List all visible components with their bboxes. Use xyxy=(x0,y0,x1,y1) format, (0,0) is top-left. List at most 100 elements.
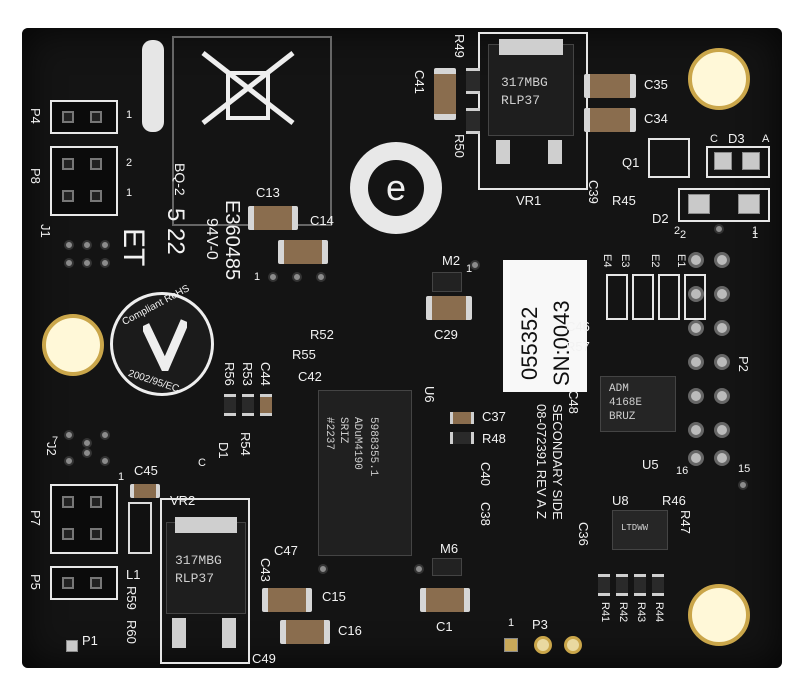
pin xyxy=(90,190,102,202)
ref-p4: P4 xyxy=(28,108,43,124)
via xyxy=(738,480,748,490)
pin xyxy=(90,111,102,123)
sticker-part-number: 055352 xyxy=(517,306,542,380)
header-p4[interactable] xyxy=(50,100,118,134)
pin-d2-1: 1 xyxy=(752,225,759,237)
capacitor-c45 xyxy=(130,484,160,498)
j1-pad xyxy=(100,240,110,250)
cert-code: E360485 xyxy=(221,200,243,281)
d2-pad xyxy=(688,194,710,214)
j2-pad xyxy=(64,456,74,466)
j1-pad xyxy=(64,258,74,268)
u5-text-1: ADM xyxy=(609,383,629,395)
pin-c14-1: 1 xyxy=(254,271,261,283)
via xyxy=(414,564,424,574)
ref-c40: C40 xyxy=(478,462,493,486)
regulator-vr2: 317MBG RLP37 xyxy=(166,517,246,614)
jumper-e1[interactable] xyxy=(684,274,706,320)
p2-pin xyxy=(688,252,704,268)
vr1-text-2: RLP37 xyxy=(501,93,541,108)
ref-c45: C45 xyxy=(134,463,158,478)
pin-p2-15: 15 xyxy=(738,463,751,475)
p2-pin xyxy=(688,388,704,404)
u6-text-1: ADuM4190 xyxy=(351,417,363,470)
pin-p2-2: 2 xyxy=(680,229,687,241)
cert-date: 5 22 xyxy=(162,208,189,255)
j1-pad xyxy=(100,258,110,268)
ref-p7: P7 xyxy=(28,510,43,526)
vr2-lead xyxy=(222,618,236,648)
vr2-text-2: RLP37 xyxy=(175,571,215,586)
weee-bin-icon xyxy=(198,48,298,128)
pin-d3-c: C xyxy=(710,133,718,145)
pin xyxy=(62,528,74,540)
header-p8[interactable] xyxy=(50,146,118,216)
ref-c37: C37 xyxy=(482,409,506,424)
ref-c39: C39 xyxy=(586,180,601,204)
via xyxy=(268,272,278,282)
pin xyxy=(90,496,102,508)
pin xyxy=(62,190,74,202)
ref-m2: M2 xyxy=(442,253,461,268)
ref-c14: C14 xyxy=(310,213,334,228)
j2-pad xyxy=(100,430,110,440)
jumper-e2[interactable] xyxy=(658,274,680,320)
via xyxy=(714,224,724,234)
capacitor-c35 xyxy=(584,74,636,98)
ref-r46: R46 xyxy=(662,493,686,508)
ref-e2: E2 xyxy=(649,254,661,268)
p2-pin xyxy=(714,286,730,302)
resistor-r41 xyxy=(598,574,610,596)
u6-text-4: 5988355.1 xyxy=(367,417,379,477)
transistor-m2 xyxy=(432,272,462,292)
testpoint-p3-3[interactable] xyxy=(564,636,582,654)
via xyxy=(470,260,480,270)
ref-r47: R47 xyxy=(678,510,693,534)
p2-pin xyxy=(714,354,730,370)
vr1-text-1: 317MBG xyxy=(501,75,548,90)
isolator-u6: ADuM4190 SRIZ #2237 5988355.1 xyxy=(318,390,412,556)
ref-c36: C36 xyxy=(576,522,591,546)
pin-j2-7: 7 xyxy=(52,435,59,447)
testpoint-p1[interactable] xyxy=(66,640,78,652)
resistor-r44 xyxy=(652,574,664,596)
pin-d1-c: C xyxy=(198,457,206,469)
ref-r55: R55 xyxy=(292,347,316,362)
pin xyxy=(90,158,102,170)
jumper-e4[interactable] xyxy=(606,274,628,320)
secondary-side-rev: 08-072391 REV A Z xyxy=(534,404,549,519)
pin xyxy=(62,496,74,508)
ref-c1: C1 xyxy=(436,619,453,634)
ref-u6: U6 xyxy=(422,386,437,403)
transceiver-u5: ADM 4168E BRUZ xyxy=(600,376,676,432)
header-p5[interactable] xyxy=(50,566,118,600)
ref-c16: C16 xyxy=(338,623,362,638)
svg-text:e: e xyxy=(386,167,406,208)
p2-pin xyxy=(688,450,704,466)
ref-c48: C48 xyxy=(566,390,581,414)
u8-text: LTDWW xyxy=(621,523,649,533)
testpoint-p3-1[interactable] xyxy=(504,638,518,652)
capacitor-c37 xyxy=(450,412,474,424)
vr2-outline xyxy=(160,498,250,664)
resistor-r56 xyxy=(224,394,236,416)
ref-d2: D2 xyxy=(652,211,669,226)
header-p7[interactable] xyxy=(50,484,118,554)
regulator-vr1: 317MBG RLP37 xyxy=(488,39,574,136)
p2-pin xyxy=(714,252,730,268)
capacitor-c1 xyxy=(420,588,470,612)
pin xyxy=(90,577,102,589)
vr2-lead xyxy=(172,618,186,648)
resistor-r50 xyxy=(466,108,480,134)
ref-c15: C15 xyxy=(322,589,346,604)
jumper-e3[interactable] xyxy=(632,274,654,320)
secondary-side-title: SECONDARY SIDE xyxy=(550,404,565,520)
p2-pin xyxy=(714,450,730,466)
pcb-board: E360485 94V-0 5 22 BQ-2 ET Compliant RoH… xyxy=(22,28,782,668)
cert-rating: 94V-0 xyxy=(203,218,220,260)
d3-pad xyxy=(714,152,732,170)
testpoint-p3-2[interactable] xyxy=(534,636,552,654)
resistor-r42 xyxy=(616,574,628,596)
ref-r45: R45 xyxy=(612,193,636,208)
pin-d3-a: A xyxy=(762,133,770,145)
